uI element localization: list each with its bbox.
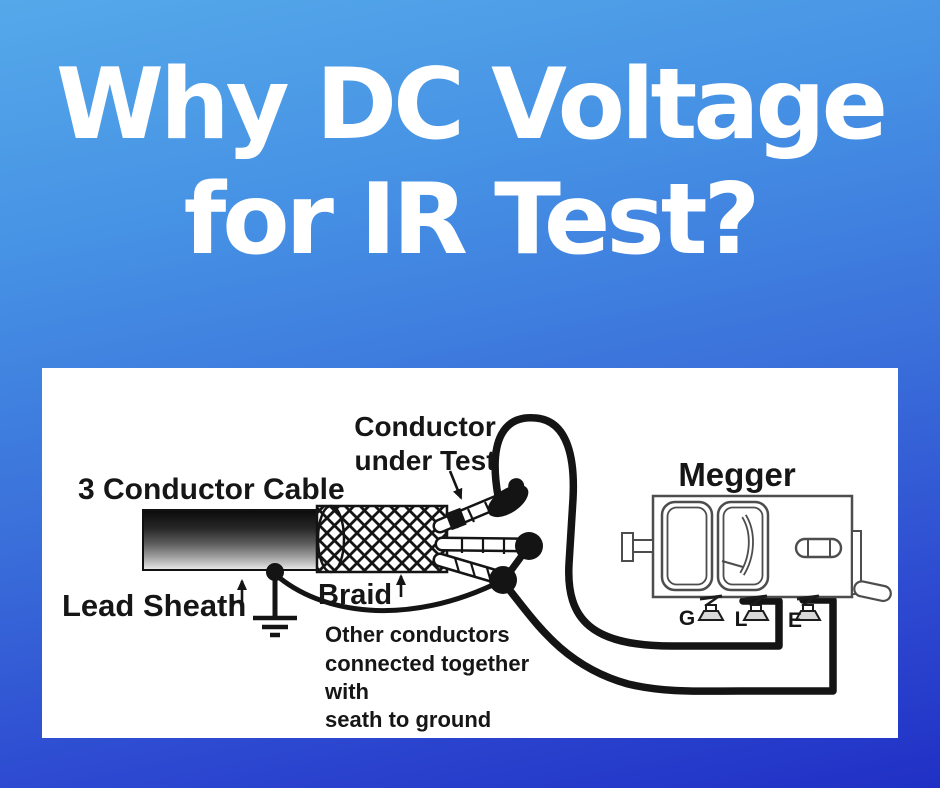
junction-dot-upper	[515, 532, 543, 560]
meter-needle	[721, 559, 744, 569]
meter-scale-arc-inner	[740, 515, 753, 575]
megger-instrument	[621, 494, 892, 603]
cable-sheath-shape	[142, 509, 318, 571]
megger-label: Megger	[678, 456, 796, 493]
ground-symbol-icon	[253, 615, 297, 638]
megger-handle-slot	[794, 537, 843, 559]
conductor-under-test-arrow	[448, 470, 463, 500]
sheath-ground-wire	[273, 572, 503, 614]
lead-sheath-label: Lead Sheath	[62, 588, 246, 623]
earth-terminal-wire	[499, 578, 837, 695]
terminal-post-l	[742, 594, 770, 621]
diagram-panel: 3 Conductor Cable Conductor under Test M…	[42, 368, 898, 738]
ir-test-diagram: 3 Conductor Cable Conductor under Test M…	[62, 411, 892, 732]
alligator-clip-icon	[487, 478, 529, 518]
terminal-post-g	[697, 594, 725, 621]
meter-window-left-inner	[666, 506, 708, 586]
note-line-3: with	[324, 679, 369, 704]
terminal-posts	[697, 594, 822, 621]
terminal-post-e	[794, 594, 822, 621]
braid-pattern	[317, 506, 447, 572]
braid-label: Braid	[318, 579, 392, 611]
braid-end-cap	[316, 504, 346, 574]
line-terminal-wire	[491, 414, 783, 650]
junction-dot-lower	[489, 566, 517, 594]
conductor-middle	[434, 536, 534, 554]
terminal-label-g: G	[679, 607, 695, 630]
title-line-1: Why DC Voltage	[55, 48, 888, 162]
note-line-2: connected together	[325, 651, 530, 676]
conductor-under-test-label-line1: Conductor	[354, 411, 496, 442]
note-line-1: Other conductors	[325, 622, 510, 647]
handle-slot-lines	[807, 539, 831, 557]
page-title: Why DC Voltage for IR Test?	[0, 48, 940, 277]
title-line-2: for IR Test?	[183, 162, 761, 277]
lead-sheath-arrow	[232, 579, 247, 604]
terminal-label-l: L	[735, 608, 748, 631]
note-line-4: seath to ground	[325, 707, 491, 732]
sheath-ground-dot	[266, 563, 284, 581]
crank-shaft	[632, 539, 654, 553]
conductor-under-test-label-line2: under Test	[354, 445, 495, 476]
cable-label: 3 Conductor Cable	[78, 473, 345, 506]
conductor-marker-band	[445, 507, 467, 531]
side-crank-grip	[853, 580, 892, 603]
crank-handle-icon	[621, 532, 634, 562]
terminal-label-e: E	[788, 609, 802, 632]
